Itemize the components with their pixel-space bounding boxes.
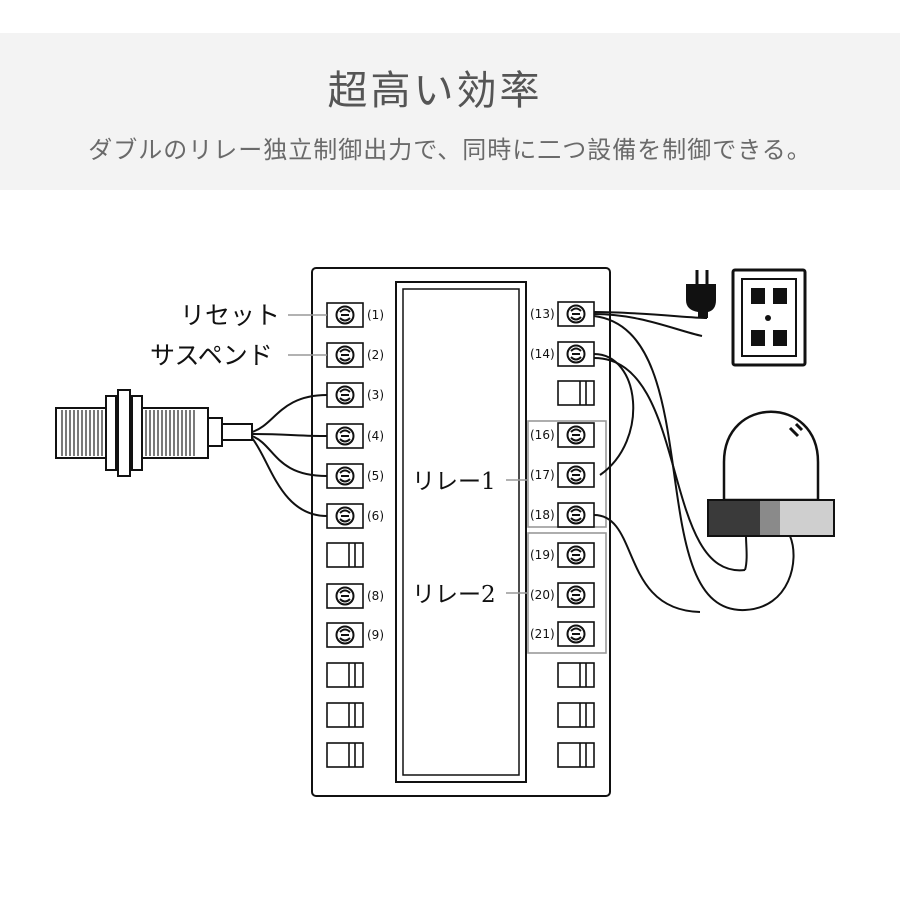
terminal-blank-10 <box>326 662 364 688</box>
power-plug-icon <box>686 270 716 318</box>
terminal-label: (5) <box>367 469 384 483</box>
terminal-9 <box>326 622 364 648</box>
terminal-blank-22 <box>557 662 595 688</box>
terminal-20 <box>557 582 595 608</box>
relay1-label: リレー1 <box>412 469 496 495</box>
terminal-label: (17) <box>530 468 555 482</box>
terminal-label: (8) <box>367 589 384 603</box>
terminal-blank-11 <box>326 702 364 728</box>
terminal-label: (13) <box>530 307 555 321</box>
terminal-blank-7 <box>326 542 364 568</box>
terminal-4 <box>326 423 364 449</box>
terminal-label: (16) <box>530 428 555 442</box>
display-window-inner <box>402 288 520 776</box>
terminal-label: (14) <box>530 347 555 361</box>
terminal-label: (20) <box>530 588 555 602</box>
terminal-21 <box>557 621 595 647</box>
terminal-label: (6) <box>367 509 384 523</box>
terminal-17 <box>557 462 595 488</box>
output-wires <box>593 311 795 613</box>
terminal-6 <box>326 503 364 529</box>
display-window <box>395 281 527 783</box>
terminal-14 <box>557 341 595 367</box>
reset-label: リセット <box>180 301 280 330</box>
terminal-blank-23 <box>557 702 595 728</box>
terminal-5 <box>326 463 364 489</box>
wall-outlet-icon <box>731 268 807 367</box>
terminal-label: (21) <box>530 627 555 641</box>
page-subtitle: ダブルのリレー独立制御出力で、同時に二つ設備を制御できる。 <box>88 136 812 164</box>
terminal-19 <box>557 542 595 568</box>
terminal-blank-24 <box>557 742 595 768</box>
terminal-1 <box>326 302 364 328</box>
terminal-8 <box>326 583 364 609</box>
terminal-3 <box>326 382 364 408</box>
terminal-2 <box>326 342 364 368</box>
page-title: 超高い効率 <box>327 68 543 114</box>
suspend-label: サスペンド <box>150 341 273 370</box>
terminal-13 <box>557 301 595 327</box>
terminal-label: (4) <box>367 429 384 443</box>
terminal-blank-15 <box>557 380 595 406</box>
terminal-18 <box>557 502 595 528</box>
proximity-sensor-icon <box>55 389 253 477</box>
terminal-label: (19) <box>530 548 555 562</box>
header-banner <box>0 33 900 190</box>
terminal-label: (2) <box>367 348 384 362</box>
relay2-label: リレー2 <box>412 582 496 608</box>
terminal-label: (3) <box>367 388 384 402</box>
terminal-label: (1) <box>367 308 384 322</box>
terminal-label: (18) <box>530 508 555 522</box>
terminal-blank-12 <box>326 742 364 768</box>
sensor-wires <box>251 394 328 517</box>
warning-lamp-icon <box>707 410 835 537</box>
terminal-label: (9) <box>367 628 384 642</box>
terminal-16 <box>557 422 595 448</box>
